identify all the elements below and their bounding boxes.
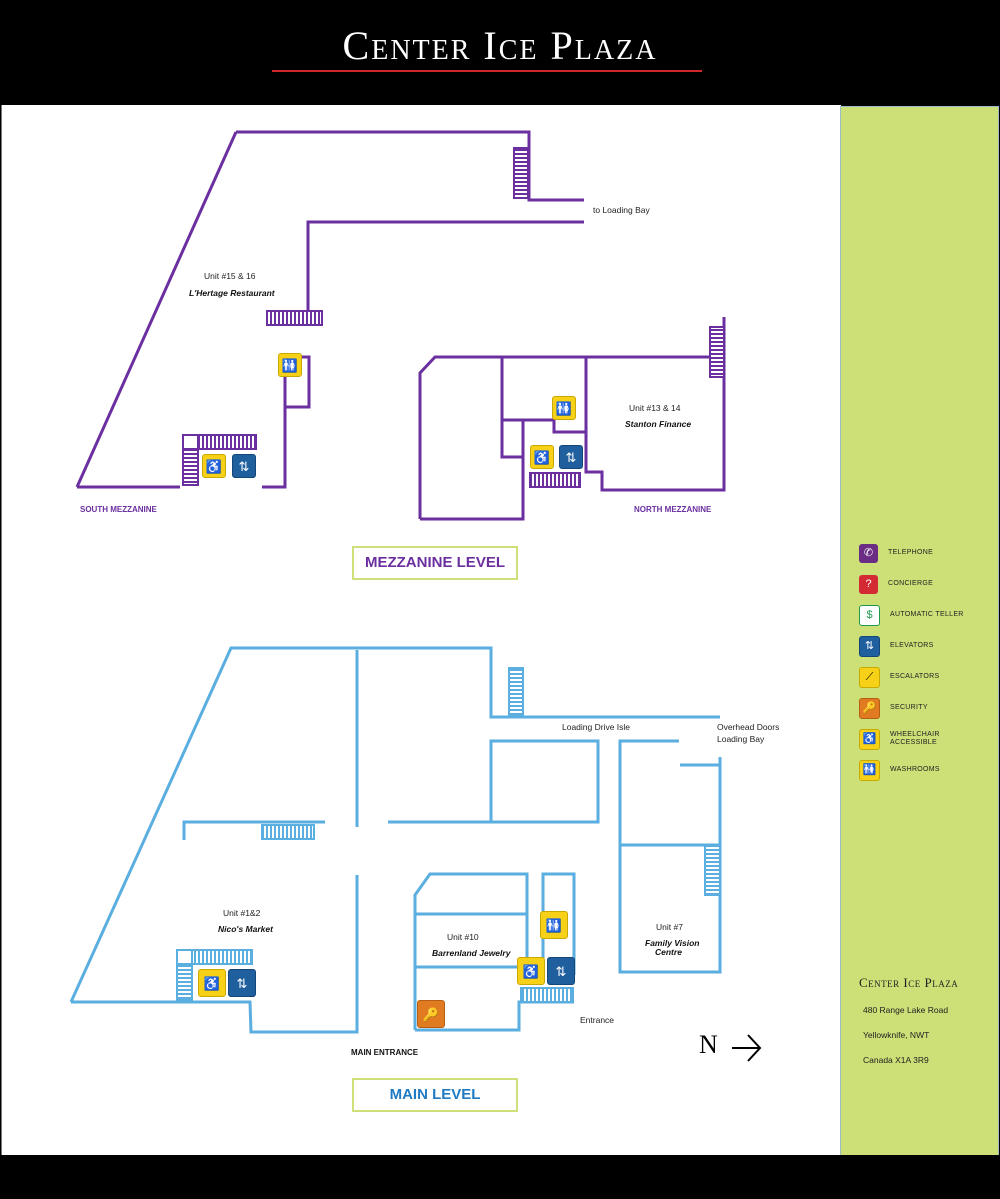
wheelchair-icon[interactable]: ♿ [517,957,545,985]
atm-icon: $ [859,604,880,626]
legend-item-washrooms: 🚻 WASHROOMS [859,759,940,781]
elevator-icon[interactable]: ⇅ [228,969,256,997]
unit-name: Stanton Finance [625,419,692,429]
legend-item-telephone: ✆ TELEPHONE [859,542,933,564]
washroom-icon[interactable]: 🚻 [278,353,302,377]
security-icon[interactable]: 🔑 [417,1000,445,1028]
legend-item-elevators: ⇅ ELEVATORS [859,635,934,657]
mezz-stairs-5 [709,326,725,378]
address-line3: Canada X1A 3R9 [863,1055,929,1065]
unit-name: Nico's Market [218,924,273,934]
mezz-stairs-3 [197,434,257,450]
south-mezzanine-label: SOUTH MEZZANINE [80,505,157,514]
title-underline [272,70,702,72]
overhead-doors-label: Overhead Doors [717,722,780,732]
unit-number: Unit #1&2 [223,908,261,918]
legend-label: ESCALATORS [890,673,940,680]
main-level-walls [69,646,722,1034]
main-stairs-6 [520,987,574,1003]
main-stairs-1 [508,667,524,717]
unit-number: Unit #10 [447,932,479,942]
escalator-icon: ⟋ [859,666,880,688]
concierge-icon: ? [859,574,878,594]
legend-item-atm: $ AUTOMATIC TELLER [859,604,964,626]
main-stairs-2 [261,824,315,840]
mezz-stairs-4 [182,448,199,486]
entrance-label: Entrance [580,1015,615,1025]
main-stairs-5 [704,844,721,896]
legend-label: CONCIERGE [888,580,934,587]
wheelchair-icon[interactable]: ♿ [198,969,226,997]
compass-north-label: N [699,1030,718,1059]
mezzanine-level-title: MEZZANINE LEVEL [352,546,518,580]
security-icon: 🔑 [859,697,880,719]
legend-item-concierge: ? CONCIERGE [859,573,933,595]
legend-item-escalators: ⟋ ESCALATORS [859,666,939,688]
unit-name: Barrenland Jewelry [432,948,511,958]
legend-label: SECURITY [890,704,928,711]
floor-plan-svg [69,130,762,1062]
legend-label: ELEVATORS [890,642,934,649]
unit-name: L'Hertage Restaurant [189,288,275,298]
unit-name-line2: Centre [655,947,682,957]
main-level-title: MAIN LEVEL [352,1078,518,1112]
north-mezzanine-label: NORTH MEZZANINE [634,505,712,514]
mezzanine-walls [75,130,726,521]
telephone-icon: ✆ [859,543,878,563]
elevator-icon[interactable]: ⇅ [547,957,575,985]
main-stairs-4 [176,963,193,1001]
unit-number: Unit #7 [656,922,683,932]
footer-bar [0,1155,1000,1199]
mezz-stairs-6 [529,472,581,488]
unit-number: Unit #15 & 16 [204,271,256,281]
unit-number: Unit #13 & 14 [629,403,681,413]
brand-title: Center Ice Plaza [342,23,658,68]
address-line2: Yellowknife, NWT [863,1030,930,1040]
washroom-icon[interactable]: 🚻 [552,396,576,420]
legend-panel: ✆ TELEPHONE ? CONCIERGE $ AUTOMATIC TELL… [840,106,999,1156]
main-stair-landing [176,949,193,965]
mezz-stairs-2 [266,310,323,326]
unit-name: Family Vision [645,938,700,948]
mezz-stair-landing [182,434,199,450]
washroom-icon: 🚻 [859,759,880,781]
mezz-stairs-1 [513,147,529,199]
legend-label: WASHROOMS [890,766,940,773]
to-loading-bay-label: to Loading Bay [593,205,650,215]
elevator-icon: ⇅ [859,635,880,657]
floor-plan-area: to Loading Bay Unit #15 & 16 L'Hertage R… [1,105,841,1155]
wheelchair-icon: ♿ [859,728,880,750]
main-stairs-3 [191,949,253,965]
wheelchair-icon[interactable]: ♿ [530,445,554,469]
address-line1: 480 Range Lake Road [863,1005,949,1015]
main-entrance-label: MAIN ENTRANCE [351,1048,419,1057]
loading-drive-label: Loading Drive Isle [562,722,631,732]
address-logo: Center Ice Plaza [859,975,959,990]
legend-label: TELEPHONE [888,549,934,556]
north-arrow-icon [732,1034,762,1062]
loading-bay-label: Loading Bay [717,734,765,744]
elevator-icon[interactable]: ⇅ [559,445,583,469]
legend-label: AUTOMATIC TELLER [890,611,964,618]
legend-item-security: 🔑 SECURITY [859,697,928,719]
header: Center Ice Plaza [0,0,1000,105]
elevator-icon[interactable]: ⇅ [232,454,256,478]
washroom-icon[interactable]: 🚻 [540,911,568,939]
wheelchair-icon[interactable]: ♿ [202,454,226,478]
